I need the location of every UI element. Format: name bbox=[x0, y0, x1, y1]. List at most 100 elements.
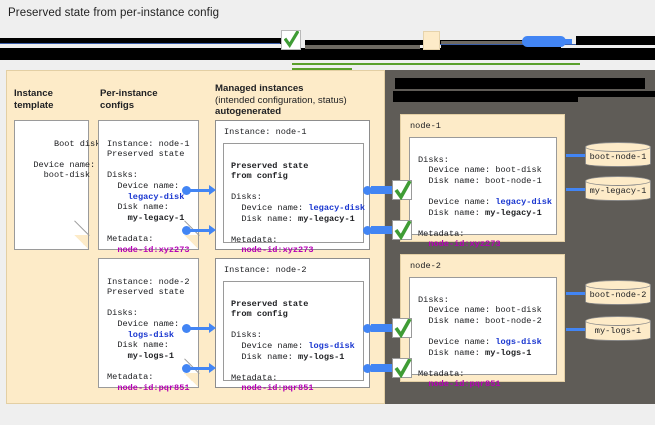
pic2-metadata-value: node-id:pqr851 bbox=[107, 382, 190, 393]
mi2-device-name-value: logs-disk bbox=[308, 340, 355, 351]
connector-arrowhead bbox=[209, 225, 216, 235]
node1-boot-disk-value: boot-node-1 bbox=[485, 175, 542, 186]
page-title: Preserved state from per-instance config bbox=[8, 7, 220, 19]
cylinder-top bbox=[585, 176, 651, 186]
node1-metadata-label: Metadata: bbox=[418, 228, 465, 239]
pic2-instance: Instance: node-2 bbox=[107, 276, 190, 287]
node1-pres-disk-value: my-legacy-1 bbox=[485, 207, 542, 218]
mi2-device-name-label: Device name: bbox=[231, 340, 309, 351]
disk-cylinder-label: boot-node-1 bbox=[589, 152, 647, 162]
mi2-disk-name-value: my-logs-1 bbox=[298, 351, 345, 362]
node2-inner-box: Disks: Device name: boot-disk Disk name:… bbox=[409, 277, 557, 389]
legend-green-check-icon bbox=[281, 30, 301, 50]
check-icon bbox=[284, 31, 299, 48]
node2-disks-label: Disks: bbox=[418, 294, 449, 305]
status-check-box bbox=[392, 180, 412, 200]
connector-line bbox=[190, 367, 210, 370]
fold-line bbox=[74, 220, 90, 236]
mi2-metadata-label: Metadata: bbox=[231, 372, 278, 383]
fold-corner bbox=[184, 235, 199, 250]
mi2-disks-label: Disks: bbox=[231, 330, 262, 341]
pic1-disk-name-label: Disk name: bbox=[107, 202, 169, 213]
connector-line bbox=[190, 229, 210, 232]
cylinder-body bbox=[585, 147, 651, 167]
connector-bar bbox=[371, 324, 393, 332]
node2-pres-device-value: logs-disk bbox=[495, 336, 542, 347]
cylinder-top bbox=[585, 280, 651, 290]
instance-template-card: Boot disk: Device name: boot-disk bbox=[14, 120, 106, 250]
legend-green-rule bbox=[292, 63, 580, 65]
mi1-preserved-1: Preserved state bbox=[231, 160, 309, 171]
check-icon bbox=[394, 221, 412, 240]
column-header-managed-instances: Managed instances (intended configuratio… bbox=[215, 83, 347, 117]
fold-corner bbox=[184, 373, 199, 388]
managed-instance-card: Instance: node-2 Preserved state from co… bbox=[215, 258, 370, 393]
pic1-instance: Instance: node-1 bbox=[107, 138, 190, 149]
node1-boot-disk-label: Disk name: bbox=[418, 175, 486, 186]
node2-pres-disk-label: Disk name: bbox=[418, 347, 486, 358]
legend-cream-swatch-icon bbox=[423, 31, 440, 50]
mi1-disk-name-label: Disk name: bbox=[231, 213, 299, 224]
legend-redaction-bar bbox=[0, 38, 282, 44]
disk-cylinder: my-logs-1 bbox=[585, 316, 651, 342]
node1-boot-device-value: boot-disk bbox=[495, 165, 542, 176]
mi1-inner-box: Preserved state from config Disks: Devic… bbox=[223, 143, 366, 255]
mi1-metadata-value: node-id:xyz273 bbox=[231, 245, 314, 256]
connector-bar bbox=[371, 364, 393, 372]
mi1-metadata-label: Metadata: bbox=[231, 234, 278, 245]
column-header-instance-template: Instance template bbox=[14, 88, 54, 111]
diagram-root: Preserved state from per-instance config bbox=[0, 7, 655, 404]
mi2-metadata-value: node-id:pqr851 bbox=[231, 383, 314, 394]
pic2-disks-label: Disks: bbox=[107, 308, 138, 319]
status-check-box bbox=[392, 318, 412, 338]
mi2-preserved-2: from config bbox=[231, 309, 288, 320]
pic1-metadata-value: node-id:xyz273 bbox=[107, 244, 190, 255]
connector-dot bbox=[182, 226, 191, 235]
mi2-inner-box: Preserved state from config Disks: Devic… bbox=[223, 281, 364, 393]
node1-disks-label: Disks: bbox=[418, 154, 449, 165]
mi1-disks-label: Disks: bbox=[231, 192, 262, 203]
connector-dot bbox=[182, 186, 191, 195]
managed-instance-card: Instance: node-1 Preserved state from co… bbox=[215, 120, 370, 255]
node1-pres-device-value: legacy-disk bbox=[495, 196, 553, 207]
cylinder-body bbox=[585, 321, 651, 341]
node1-inner-box: Disks: Device name: boot-disk Disk name:… bbox=[409, 137, 557, 249]
node1-metadata-value: node-id:xyz273 bbox=[418, 239, 501, 250]
pic2-metadata-label: Metadata: bbox=[107, 371, 154, 382]
legend-redaction-bar bbox=[441, 41, 571, 45]
pic2-device-name-value: logs-disk bbox=[107, 329, 175, 340]
legend-green-rule bbox=[292, 68, 352, 70]
node2-title: node-2 bbox=[410, 261, 441, 271]
disk-cylinder-label: boot-node-2 bbox=[589, 290, 647, 300]
disk-cylinder: boot-node-1 bbox=[585, 142, 651, 168]
connector-line bbox=[190, 327, 210, 330]
connector-dot bbox=[363, 324, 372, 333]
legend-blue-blob-icon bbox=[522, 36, 566, 47]
mi1-device-name-label: Device name: bbox=[231, 202, 309, 213]
disk-cylinder-label: my-logs-1 bbox=[594, 326, 642, 336]
mi2-preserved-1: Preserved state bbox=[231, 298, 309, 309]
legend-rule bbox=[0, 43, 280, 44]
connector-dot bbox=[182, 364, 191, 373]
template-boot-disk-label: Boot disk: bbox=[53, 138, 106, 149]
node1-title: node-1 bbox=[410, 121, 441, 131]
pic1-metadata-label: Metadata: bbox=[107, 233, 154, 244]
connector-arrowhead bbox=[209, 185, 216, 195]
pic2-preserved: Preserved state bbox=[107, 287, 185, 298]
node2-boot-device-value: boot-disk bbox=[495, 305, 542, 316]
template-device-name-label: Device name: bbox=[23, 159, 96, 170]
column-header-per-instance-configs: Per-instance configs bbox=[100, 88, 158, 111]
mi2-title: Instance: node-2 bbox=[224, 265, 307, 275]
mi1-title: Instance: node-1 bbox=[224, 127, 307, 137]
cylinder-top bbox=[585, 142, 651, 152]
cylinder-body bbox=[585, 181, 651, 201]
node1-pres-device-label: Device name: bbox=[418, 196, 496, 207]
disk-link-line bbox=[566, 292, 586, 295]
disk-link-line bbox=[566, 188, 586, 191]
status-check-box bbox=[392, 358, 412, 378]
mi1-device-name-value: legacy-disk bbox=[308, 202, 366, 213]
connector-arrowhead bbox=[209, 363, 216, 373]
check-icon bbox=[394, 319, 412, 338]
connector-arrowhead bbox=[209, 323, 216, 333]
mi1-preserved-2: from config bbox=[231, 171, 288, 182]
